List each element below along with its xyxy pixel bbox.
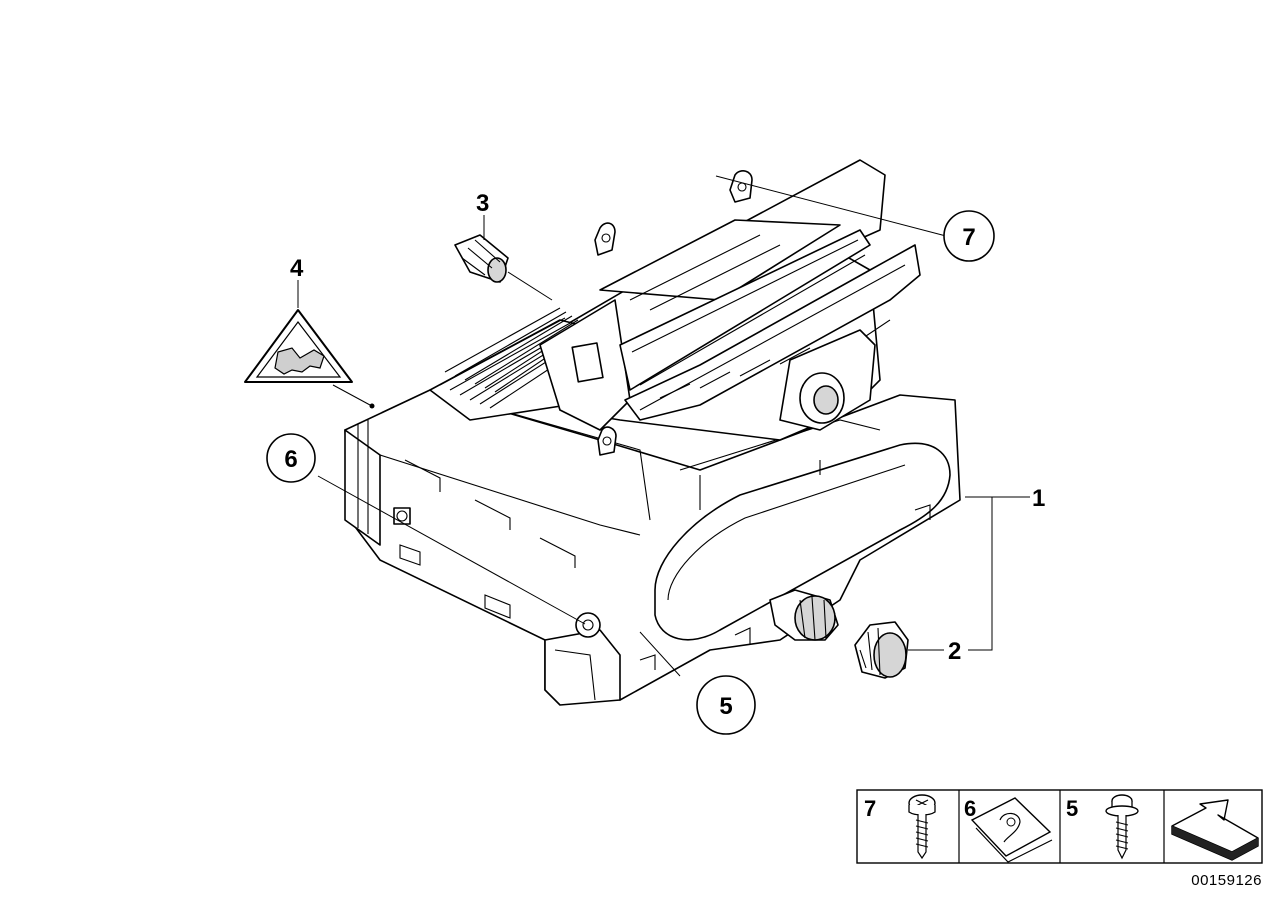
callout-1: 1 [1032, 485, 1045, 512]
screw-flange-icon [1105, 794, 1139, 860]
callout-4: 4 [290, 255, 304, 282]
callout-5-label: 5 [719, 693, 732, 720]
callout-6-label: 6 [284, 446, 297, 473]
callout-5: 5 [696, 675, 756, 735]
callout-7: 7 [943, 210, 995, 262]
display-module [429, 159, 921, 456]
legend-label-6: 6 [964, 796, 976, 821]
small-knob [454, 234, 509, 283]
callout-7-label: 7 [962, 224, 975, 251]
callout-6: 6 [266, 433, 316, 483]
rotary-knob [854, 621, 909, 679]
screw-torx-icon [908, 794, 936, 860]
direction-arrow-icon [1171, 799, 1259, 861]
callout-2: 2 [948, 638, 961, 665]
radio-control-unit [344, 389, 961, 706]
legend-label-7: 7 [864, 796, 876, 821]
diagram-id: 00159126 [1191, 872, 1262, 889]
callout-3: 3 [476, 190, 489, 217]
legend-label-5: 5 [1066, 796, 1078, 821]
fastener-legend: 7 6 5 [856, 789, 1263, 864]
leader-lines [297, 175, 1030, 677]
clip-nut-icon [970, 797, 1053, 863]
warning-label [244, 309, 353, 383]
